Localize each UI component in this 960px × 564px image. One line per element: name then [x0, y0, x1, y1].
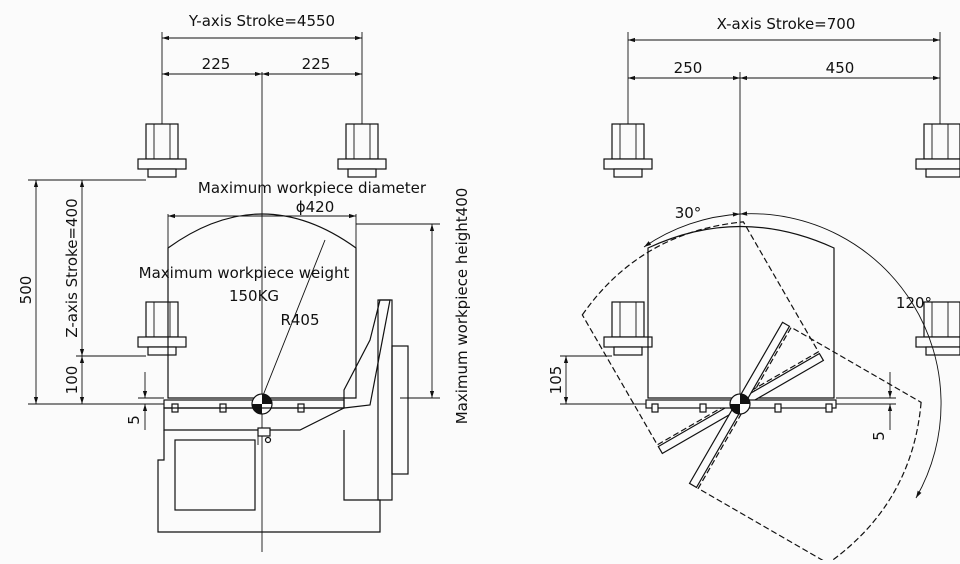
lower-tool-right-view-right [915, 301, 960, 356]
max-diameter-label: Maximum workpiece diameter [198, 179, 427, 197]
upper-tool-right-view-right [915, 123, 960, 178]
lower-tool-right-view-left [603, 301, 653, 356]
angle-120-label: 120° [896, 294, 932, 312]
angle-30-arc [643, 212, 741, 248]
radius-leader [261, 239, 326, 399]
left-view: Y-axis Stroke=4550 225 225 [17, 12, 471, 552]
max-weight-label: Maximum workpiece weight [139, 264, 350, 282]
radius-label: R405 [280, 311, 319, 329]
dim-5-right: 5 [870, 431, 888, 441]
workpiece-envelope-right [647, 225, 835, 399]
dim-500: 500 [17, 276, 35, 305]
dim-105: 105 [547, 366, 565, 395]
upper-tool-right [337, 123, 387, 178]
angle-120-arc [739, 211, 942, 499]
dim-225-left: 225 [202, 55, 231, 73]
y-stroke-label: Y-axis Stroke=4550 [188, 12, 335, 30]
dim-450: 450 [826, 59, 855, 77]
x-stroke-label: X-axis Stroke=700 [717, 15, 856, 33]
z-stroke-label: Z-axis Stroke=400 [63, 198, 81, 337]
max-height-label: Maximum workpiece height400 [453, 188, 471, 425]
trunnion-arm [163, 407, 345, 431]
weight-value: 150KG [229, 287, 279, 305]
motor-flange [391, 345, 409, 475]
dim-250: 250 [674, 59, 703, 77]
side-upright [377, 299, 393, 501]
dim-100: 100 [63, 366, 81, 395]
dim-5-left: 5 [125, 415, 143, 425]
support-bracket [343, 299, 391, 409]
angle-30-label: 30° [675, 204, 702, 222]
upper-tool-right-view-left [603, 123, 653, 178]
dim-225-right: 225 [302, 55, 331, 73]
lower-tool [137, 301, 187, 356]
upper-tool-left [137, 123, 187, 178]
diameter-value: ϕ420 [296, 198, 335, 216]
right-view: X-axis Stroke=700 250 450 [547, 15, 960, 564]
base-body [157, 430, 381, 533]
base-recess [174, 439, 256, 511]
